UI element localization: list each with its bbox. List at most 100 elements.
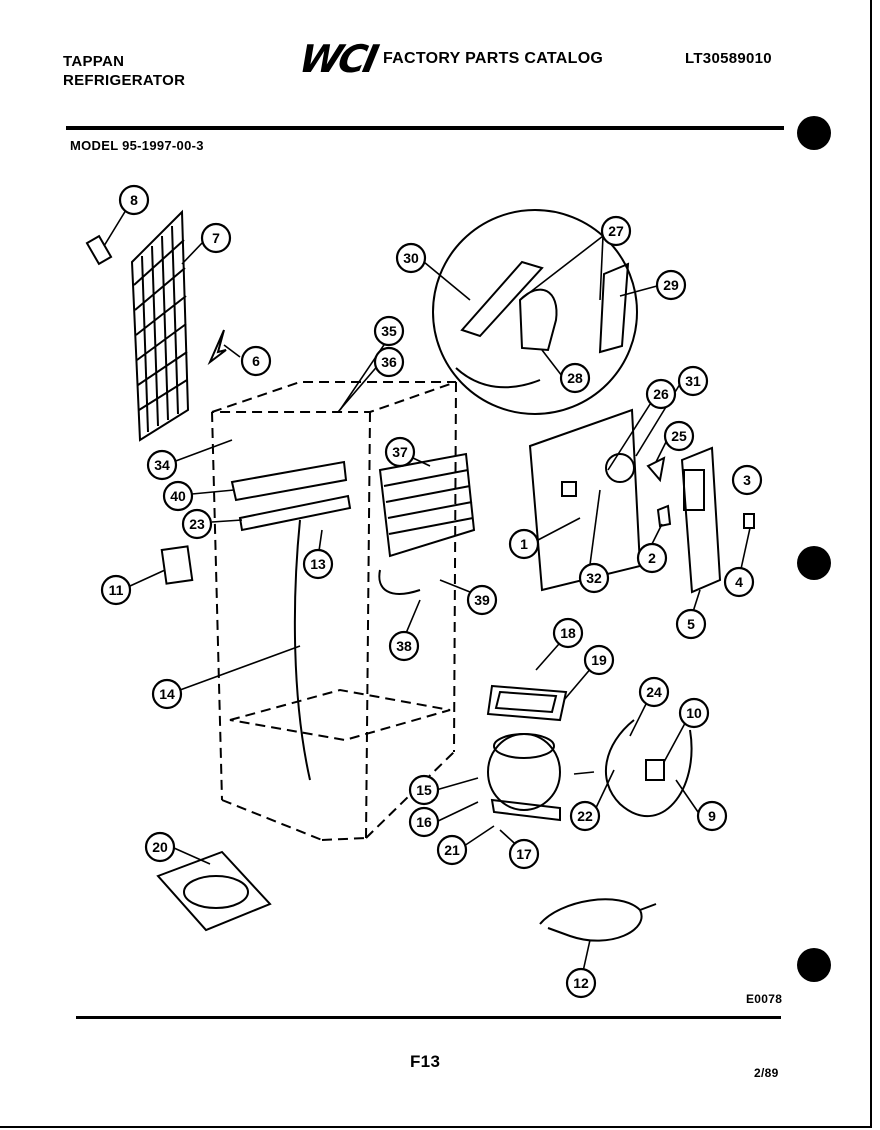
svg-text:30: 30	[403, 250, 419, 266]
catalog-title: FACTORY PARTS CATALOG	[382, 50, 604, 67]
svg-text:35: 35	[381, 323, 397, 339]
condenser-coil	[130, 209, 190, 442]
svg-text:7: 7	[212, 230, 220, 246]
punch-hole-middle	[797, 546, 831, 580]
compressor	[487, 733, 561, 822]
svg-text:38: 38	[396, 638, 412, 654]
callout-17: 17	[508, 838, 540, 870]
callout-12: 12	[565, 967, 597, 999]
svg-text:16: 16	[416, 814, 432, 830]
callout-8: 8	[118, 184, 150, 216]
drip-channel	[238, 494, 352, 532]
callout-9: 9	[696, 800, 728, 832]
callout-7: 7	[200, 222, 232, 254]
svg-text:9: 9	[708, 808, 716, 824]
detail-inset	[432, 209, 638, 415]
callout-5: 5	[675, 608, 707, 640]
callout-3: 3	[731, 464, 763, 496]
callout-16: 16	[408, 806, 440, 838]
drain-tube	[293, 519, 311, 781]
svg-text:19: 19	[591, 652, 607, 668]
svg-text:5: 5	[687, 616, 695, 632]
callout-29: 29	[655, 269, 687, 301]
svg-text:32: 32	[586, 570, 602, 586]
svg-text:24: 24	[646, 684, 662, 700]
footer-divider	[76, 1016, 781, 1019]
cap-part	[743, 513, 755, 529]
electrical-cover	[680, 446, 722, 594]
callout-37: 37	[384, 436, 416, 468]
callout-23: 23	[181, 508, 213, 540]
svg-text:6: 6	[252, 353, 260, 369]
svg-text:29: 29	[663, 277, 679, 293]
svg-text:1: 1	[520, 536, 528, 552]
header-divider	[66, 126, 784, 130]
svg-text:14: 14	[159, 686, 175, 702]
clip-part	[656, 504, 672, 528]
coil-clip	[85, 234, 113, 266]
callout-34: 34	[146, 449, 178, 481]
callout-10: 10	[678, 697, 710, 729]
callout-28: 28	[559, 362, 591, 394]
punch-hole-bottom	[797, 948, 831, 982]
rear-panel	[528, 408, 642, 592]
cabinet-outline	[211, 381, 457, 841]
callout-39: 39	[466, 584, 498, 616]
callout-26: 26	[645, 378, 677, 410]
callout-labels: 8 7 6 35 36 30 27 29 28 26 31 25 3 34 40…	[100, 184, 763, 999]
svg-text:27: 27	[608, 223, 624, 239]
svg-text:34: 34	[154, 457, 170, 473]
page-number: F13	[410, 1052, 441, 1071]
callout-24: 24	[638, 676, 670, 708]
svg-text:31: 31	[685, 373, 701, 389]
svg-text:36: 36	[381, 354, 397, 370]
callout-35: 35	[373, 315, 405, 347]
inset-wire	[455, 367, 541, 389]
compressor-base-plate	[486, 684, 568, 722]
evaporator-coil	[378, 452, 476, 595]
svg-text:28: 28	[567, 370, 583, 386]
svg-text:4: 4	[735, 574, 743, 590]
callout-1: 1	[508, 528, 540, 560]
svg-text:21: 21	[444, 842, 460, 858]
callout-36: 36	[373, 346, 405, 378]
punch-hole-top	[797, 116, 831, 150]
inset-relay	[518, 288, 558, 352]
callout-30: 30	[395, 242, 427, 274]
brand-block: TAPPAN REFRIGERATOR	[63, 52, 185, 90]
brand-name: TAPPAN	[63, 53, 125, 70]
callout-40: 40	[162, 480, 194, 512]
svg-text:10: 10	[686, 705, 702, 721]
svg-text:23: 23	[189, 516, 205, 532]
svg-text:8: 8	[130, 192, 138, 208]
front-bracket	[230, 460, 348, 502]
catalog-header: WCI FACTORY PARTS CATALOG	[295, 37, 604, 81]
svg-text:26: 26	[653, 386, 669, 402]
callout-22: 22	[569, 800, 601, 832]
callout-4: 4	[723, 566, 755, 598]
svg-text:20: 20	[152, 839, 168, 855]
overload-retainer	[605, 719, 693, 818]
callout-31: 31	[677, 365, 709, 397]
inset-strap	[598, 262, 630, 354]
callout-15: 15	[408, 774, 440, 806]
callout-13: 13	[302, 548, 334, 580]
model-number: MODEL 95-1997-00-3	[70, 138, 204, 153]
svg-text:12: 12	[573, 975, 589, 991]
callout-25: 25	[663, 420, 695, 452]
callout-19: 19	[583, 644, 615, 676]
callout-32: 32	[578, 562, 610, 594]
callout-14: 14	[151, 678, 183, 710]
callout-21: 21	[436, 834, 468, 866]
svg-text:15: 15	[416, 782, 432, 798]
callout-6: 6	[240, 345, 272, 377]
svg-text:40: 40	[170, 488, 186, 504]
overload-relay	[645, 759, 665, 781]
callout-11: 11	[100, 574, 132, 606]
svg-text:2: 2	[648, 550, 656, 566]
callout-38: 38	[388, 630, 420, 662]
drawing-reference: E0078	[746, 992, 783, 1006]
small-bracket	[207, 329, 227, 366]
